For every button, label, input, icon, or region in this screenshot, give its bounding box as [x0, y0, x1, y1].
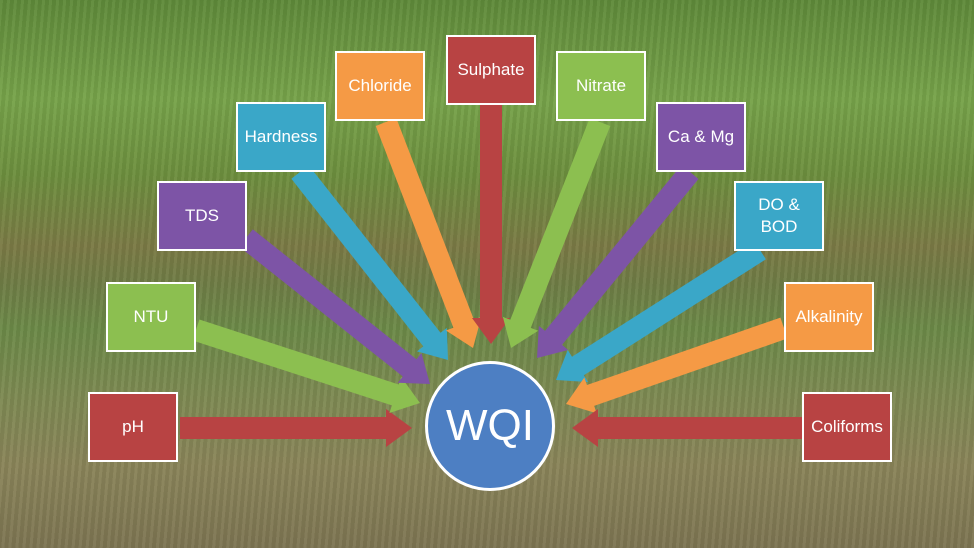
arrow-hardness	[291, 165, 448, 360]
param-box-coliforms: Coliforms	[802, 392, 892, 462]
arrow-coliforms	[572, 409, 802, 447]
arrow-tds	[239, 229, 430, 384]
arrow-ph	[180, 409, 412, 447]
param-box-nitrate: Nitrate	[556, 51, 646, 121]
arrow-nitrate	[502, 117, 611, 348]
param-box-tds: TDS	[157, 181, 247, 251]
wqi-circle: WQI	[425, 361, 555, 491]
param-box-sulphate: Sulphate	[446, 35, 536, 105]
arrow-ca-mg	[537, 165, 699, 358]
arrow-ntu	[192, 319, 420, 414]
param-box-hardness: Hardness	[236, 102, 326, 172]
arrow-do-bod	[556, 240, 766, 383]
arrow-sulphate	[472, 105, 510, 344]
param-box-ntu: NTU	[106, 282, 196, 352]
param-box-do-bod: DO & BOD	[734, 181, 824, 251]
arrow-chloride	[375, 118, 482, 348]
arrow-alkalinity	[566, 317, 788, 414]
param-box-chloride: Chloride	[335, 51, 425, 121]
param-box-ph: pH	[88, 392, 178, 462]
param-box-ca-mg: Ca & Mg	[656, 102, 746, 172]
param-box-alkalinity: Alkalinity	[784, 282, 874, 352]
